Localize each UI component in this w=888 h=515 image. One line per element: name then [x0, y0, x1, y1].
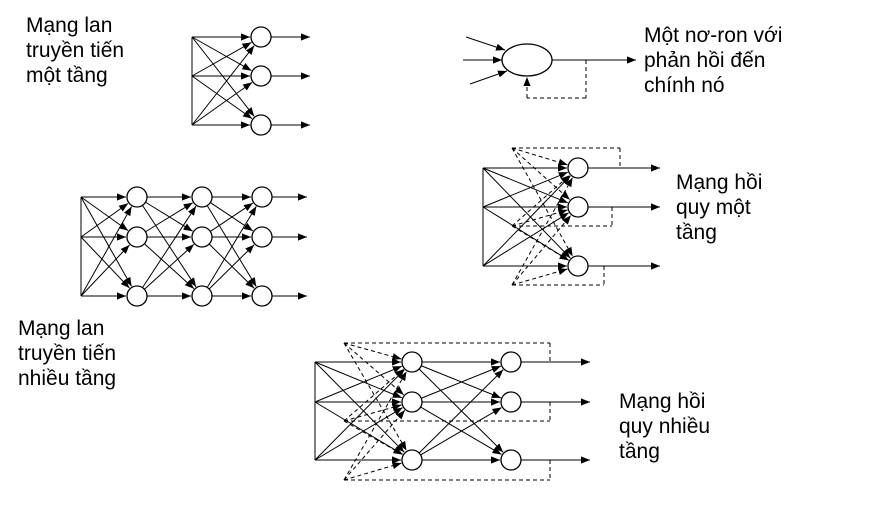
neuron-node — [501, 43, 553, 77]
connection — [465, 36, 506, 51]
label-line: quy một — [676, 196, 751, 219]
feedback-connection — [511, 209, 568, 227]
neuron-node — [401, 449, 423, 471]
neuron-node — [126, 226, 148, 248]
neuron-node — [250, 114, 272, 136]
connection — [191, 45, 255, 126]
connection — [314, 369, 405, 461]
neuron-node — [567, 196, 589, 218]
feedback-connection — [343, 371, 407, 481]
connection — [142, 205, 197, 288]
feedback-connection — [511, 147, 571, 201]
feedback-connection — [343, 342, 402, 361]
neuron-node — [126, 186, 148, 208]
multi-layer-feedforward-network — [80, 186, 307, 307]
feedback-connection — [343, 342, 407, 451]
label-line: một tầng — [26, 64, 108, 87]
label-line: tầng — [676, 221, 717, 244]
feedback-connection — [511, 147, 568, 166]
neuron-node — [567, 157, 589, 179]
neuron-node — [126, 285, 148, 307]
label-multi-layer-feedforward: Mạng lan truyền tiến nhiều tầng — [18, 316, 116, 391]
label-multi-layer-recurrent: Mạng hồi quy nhiều tầng — [619, 389, 710, 464]
label-line: tầng — [619, 440, 660, 463]
connection — [469, 70, 508, 85]
label-line: Mạng hồi — [619, 390, 706, 413]
multi-layer-recurrent-network — [314, 342, 590, 481]
neuron-node — [191, 285, 213, 307]
connection — [144, 244, 195, 290]
label-single-layer-feedforward: Mạng lan truyền tiến một tầng — [26, 13, 124, 88]
label-line: nhiều tầng — [18, 367, 117, 390]
neuron-node — [567, 255, 589, 277]
label-line: Một nơ-ron với — [644, 24, 783, 47]
neuron-node — [251, 186, 273, 208]
feedback-connection — [511, 147, 574, 257]
feedback-connection — [511, 268, 568, 286]
label-line: Mạng lan — [18, 317, 105, 340]
label-line: phản hồi đến — [644, 49, 766, 72]
neuron-node — [191, 186, 213, 208]
connection — [314, 361, 405, 453]
connection — [210, 202, 254, 232]
connection — [314, 361, 403, 399]
feedback-connection — [343, 368, 405, 422]
connection — [421, 365, 501, 399]
connection — [482, 212, 569, 267]
connection — [145, 202, 193, 233]
single-layer-feedforward-network — [191, 26, 310, 136]
self-feedback-neuron — [463, 36, 636, 99]
neuron-node — [251, 285, 273, 307]
connection — [206, 206, 257, 288]
connection — [482, 167, 571, 259]
connection — [80, 196, 129, 232]
connection — [80, 236, 130, 289]
neuron-node — [250, 26, 272, 48]
feedback-connection — [343, 462, 402, 481]
connection — [482, 175, 571, 267]
label-line: quy nhiều — [619, 415, 711, 438]
connection — [80, 206, 133, 297]
connection — [314, 407, 403, 461]
neuron-node — [500, 391, 522, 413]
connection — [314, 401, 403, 455]
connection — [191, 81, 253, 126]
connection — [314, 365, 403, 403]
connection — [191, 75, 253, 120]
neuron-node — [401, 391, 423, 413]
label-line: truyền tiến — [26, 39, 125, 62]
connection — [80, 244, 130, 297]
feedback-connection — [343, 342, 405, 396]
connection — [208, 244, 255, 290]
single-layer-recurrent-network — [482, 147, 660, 286]
feedback-connection — [343, 409, 406, 481]
connection — [191, 36, 252, 72]
connection — [80, 196, 133, 287]
neuron-node — [250, 65, 272, 87]
neuron-node — [500, 449, 522, 471]
label-single-layer-recurrent: Mạng hồi quy một tầng — [676, 170, 762, 245]
neuron-node — [191, 226, 213, 248]
connection — [191, 41, 252, 77]
label-line: chính nó — [644, 74, 725, 97]
connection — [80, 202, 129, 238]
feedback-connection — [343, 403, 402, 422]
connection — [418, 369, 504, 454]
neuron-node — [401, 351, 423, 373]
neuron-node — [500, 351, 522, 373]
feedback-connection — [511, 215, 572, 286]
connection — [482, 167, 569, 204]
label-self-feedback-neuron: Một nơ-ron với phản hồi đến chính nó — [644, 23, 782, 98]
feedback-connection — [511, 174, 571, 227]
label-line: Mạng lan — [26, 14, 113, 37]
label-line: truyền tiến — [18, 342, 117, 365]
connection — [482, 171, 569, 208]
connection — [191, 36, 255, 117]
connection — [420, 407, 502, 456]
feedback-connection — [343, 420, 403, 455]
neuron-node — [251, 226, 273, 248]
label-line: Mạng hồi — [676, 171, 763, 194]
